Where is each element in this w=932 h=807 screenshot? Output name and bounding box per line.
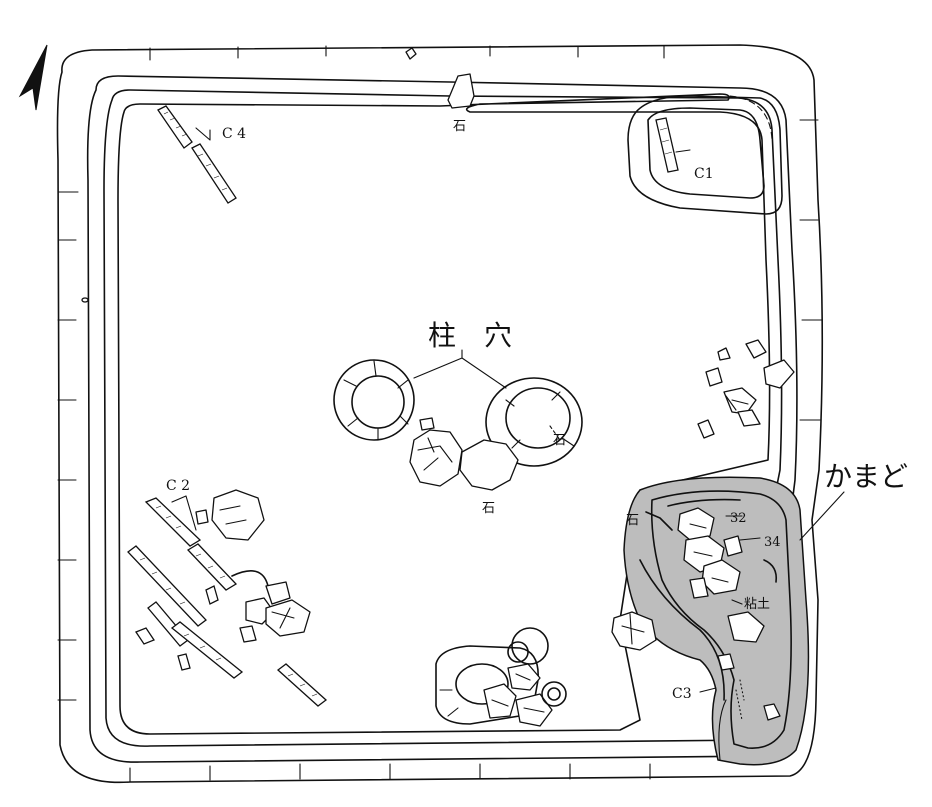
rock-near-kamado <box>611 611 657 651</box>
label-clay: 粘土 <box>744 597 770 612</box>
clay-leader <box>731 599 743 605</box>
pillar-label-leader <box>413 349 507 389</box>
c2-leader <box>171 495 197 531</box>
label-c2: C 2 <box>166 478 190 494</box>
charcoal-c2 <box>127 489 328 707</box>
floor-edge <box>117 93 771 735</box>
outer-wall <box>56 44 824 784</box>
pit-c1 <box>627 95 783 215</box>
pit-bottom <box>435 627 567 727</box>
rubble-center <box>409 417 519 491</box>
label-32: 32 <box>730 511 747 526</box>
label-34: 34 <box>764 535 781 550</box>
label-stone-top: 石 <box>453 119 466 134</box>
charcoal-c4 <box>157 105 237 204</box>
label-kamado: かまど <box>824 460 908 493</box>
kamado-leader <box>799 491 845 541</box>
kamado-hearth <box>623 476 810 766</box>
label-stone-pillar: 石 <box>553 433 566 448</box>
stone-top-center <box>447 73 475 109</box>
small-mark-left <box>81 297 89 303</box>
wall-trench-outer <box>86 75 798 763</box>
label-c1: C1 <box>694 166 714 182</box>
label-stone-center: 石 <box>482 501 495 516</box>
label-pillar-holes: 柱 穴 <box>428 319 512 352</box>
small-stone-top <box>405 47 417 60</box>
north-arrow-icon <box>18 44 48 111</box>
label-stone-kamado: 石 <box>626 513 639 528</box>
kamado-shade <box>623 476 810 766</box>
rubble-right <box>697 339 795 439</box>
wall-ticks <box>57 45 823 783</box>
pillar-hole-left <box>333 359 415 441</box>
pillar-hole-right <box>485 377 583 467</box>
label-c4: C 4 <box>222 126 246 142</box>
c3-leader <box>699 687 717 693</box>
label-c3: C3 <box>672 686 692 702</box>
